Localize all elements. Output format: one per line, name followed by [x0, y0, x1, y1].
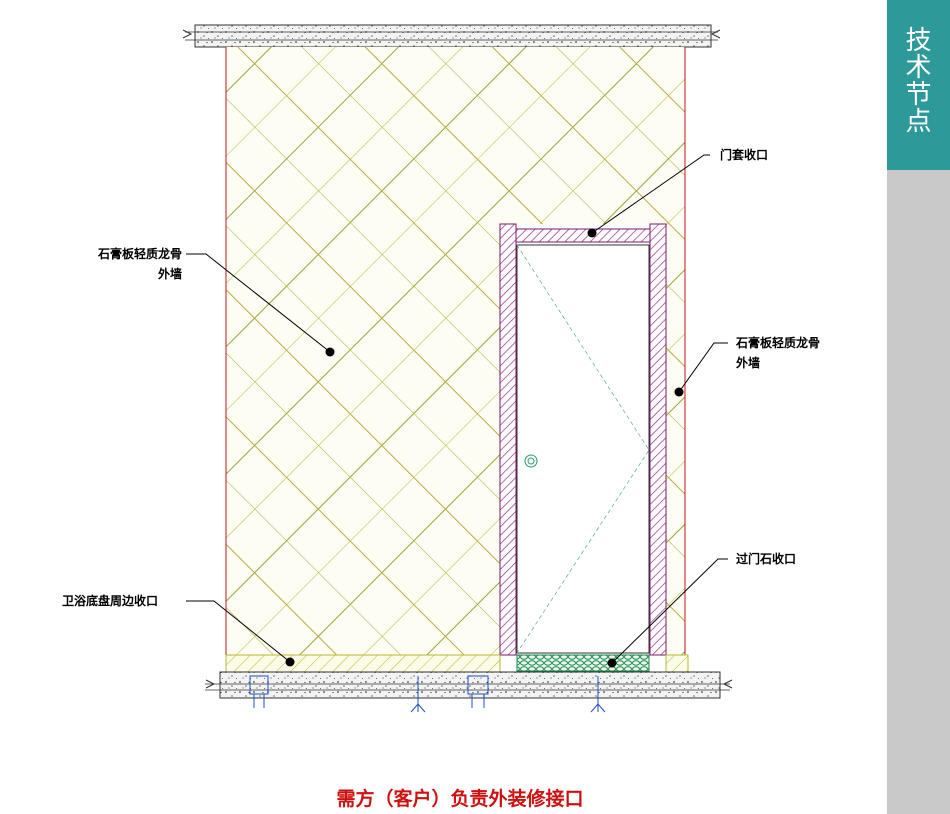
- leader-wall-left: [186, 253, 331, 353]
- label-shower-tray: 卫浴底盘周边收口: [62, 594, 159, 608]
- leader-threshold: [611, 558, 728, 664]
- door-leaf: [516, 244, 650, 654]
- door-opening: [499, 223, 667, 672]
- door-head-casing: [515, 228, 651, 243]
- label-wall-left-line1: 石膏板轻质龙骨: [97, 247, 182, 261]
- callout-dots: [285, 228, 684, 668]
- label-door-casing: 门套收口: [720, 148, 769, 162]
- sidebar-tab-technical-node[interactable]: 技术节点: [887, 0, 950, 170]
- door-frame-right: [649, 223, 667, 656]
- threshold-stone: [516, 654, 650, 672]
- label-wall-right: 石膏板轻质龙骨 外墙: [736, 333, 820, 373]
- callout-dot-wall-left: [325, 347, 335, 357]
- label-wall-right-line2: 外墙: [736, 356, 761, 370]
- wall-section-drawing: [182, 24, 733, 713]
- door-frame-left: [499, 223, 517, 656]
- drawing-caption: 需方（客户）负责外装修接口: [336, 788, 584, 810]
- leader-door-casing: [591, 154, 710, 234]
- label-wall-right-line1: 石膏板轻质龙骨: [736, 336, 821, 350]
- label-threshold: 过门石收口: [736, 552, 797, 566]
- callout-dot-threshold: [607, 658, 617, 668]
- callout-dot-shower-tray: [285, 657, 295, 667]
- sidebar-title: 技术节点: [905, 26, 932, 137]
- sidebar: 技术节点: [887, 0, 950, 814]
- leader-shower-tray: [186, 600, 291, 663]
- leader-lines: [186, 154, 728, 664]
- label-wall-left-line2: 外墙: [157, 267, 182, 281]
- ceiling-slab: [182, 24, 721, 48]
- callout-dot-door-casing: [587, 228, 597, 238]
- floor-slab: [205, 671, 733, 713]
- leader-wall-right: [678, 342, 728, 393]
- callout-dot-wall-right: [674, 387, 684, 397]
- door-handle-icon: [524, 454, 538, 468]
- label-wall-left: 石膏板轻质龙骨 外墙: [76, 244, 182, 284]
